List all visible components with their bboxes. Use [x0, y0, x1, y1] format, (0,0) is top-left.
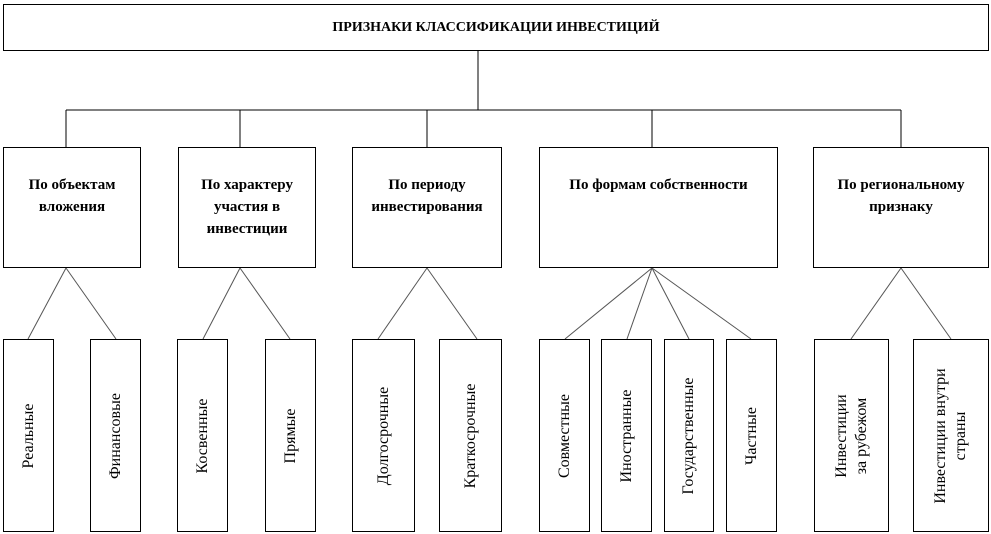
leaf-label: Прямые — [281, 408, 299, 463]
leaf-label: Государственные — [680, 377, 697, 494]
leaf-label: Инвестиции внутри страны — [932, 367, 969, 504]
leaf-domestic: Инвестиции внутри страны — [913, 339, 989, 532]
leaf-long-term: Долгосрочные — [352, 339, 415, 532]
leaf-private: Частные — [726, 339, 777, 532]
category-regional: По региональному признаку — [813, 147, 989, 268]
category-objects: По объектам вложения — [3, 147, 141, 268]
leaf-label: Реальные — [19, 403, 37, 468]
leaf-label: Краткосрочные — [461, 383, 479, 488]
leaf-state: Государственные — [664, 339, 714, 532]
leaf-short-term: Краткосрочные — [439, 339, 502, 532]
category-label: По периоду инвестирования — [371, 177, 483, 215]
leaf-abroad: Инвестиции за рубежом — [814, 339, 889, 532]
leaf-indirect: Косвенные — [177, 339, 228, 532]
category-participation: По характеру участия в инвестиции — [178, 147, 316, 268]
root-node: ПРИЗНАКИ КЛАССИФИКАЦИИ ИНВЕСТИЦИЙ — [3, 4, 989, 51]
leaf-label: Частные — [742, 406, 760, 465]
category-period: По периоду инвестирования — [352, 147, 502, 268]
category-label: По региональному признаку — [837, 177, 965, 215]
leaf-label: Финансовые — [106, 392, 124, 479]
category-ownership: По формам собственности — [539, 147, 778, 268]
leaf-real: Реальные — [3, 339, 54, 532]
leaf-foreign: Иностранные — [601, 339, 652, 532]
category-label: По характеру участия в инвестиции — [201, 177, 293, 237]
leaf-label: Совместные — [555, 393, 573, 478]
leaf-direct: Прямые — [265, 339, 316, 532]
root-title: ПРИЗНАКИ КЛАССИФИКАЦИИ ИНВЕСТИЦИЙ — [332, 19, 660, 35]
leaf-label: Инвестиции за рубежом — [832, 393, 870, 478]
category-label: По объектам вложения — [28, 177, 116, 215]
leaf-joint: Совместные — [539, 339, 590, 532]
leaf-label: Косвенные — [193, 398, 211, 473]
leaf-label: Долгосрочные — [374, 386, 392, 485]
leaf-financial: Финансовые — [90, 339, 141, 532]
leaf-label: Иностранные — [617, 389, 635, 482]
category-label: По формам собственности — [569, 177, 748, 193]
